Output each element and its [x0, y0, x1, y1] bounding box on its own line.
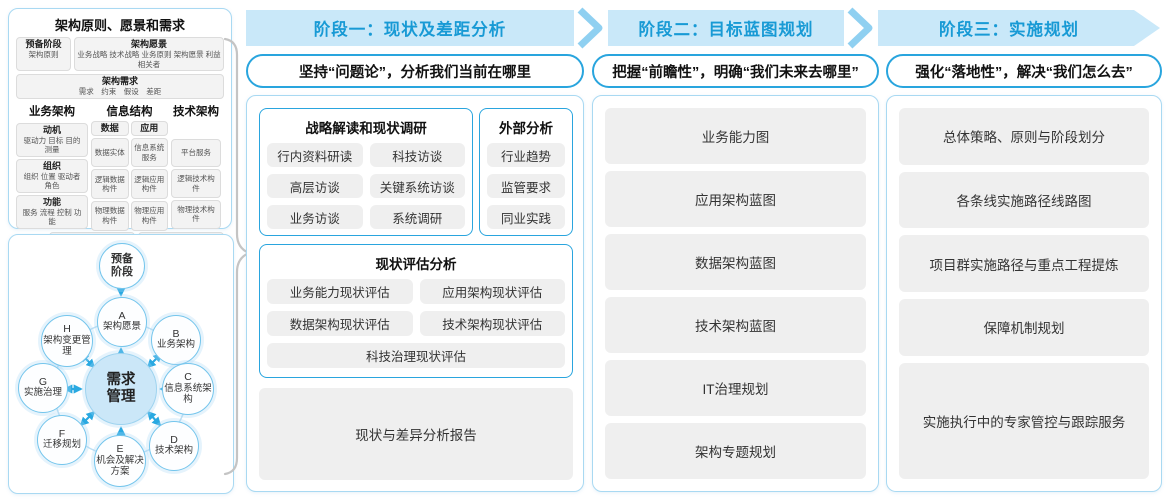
adm-node-requirements-management: 需求管理 [85, 353, 157, 425]
adm-node-H: H 架构变更管理 [41, 315, 93, 367]
diagram-item: 行内资料研读 [267, 143, 363, 167]
data-subcolumn: 数据 数据实体 逻辑数据构件 物理数据构件 [91, 120, 129, 231]
prep-phase-box: 预备阶段 架构原则 [16, 37, 71, 71]
adm-node-B: B 业务架构 [151, 315, 201, 365]
adm-cycle-panel: 预备阶段 A 架构愿景 B 业务架构 C 信息系统架构 D 技术架构 E 机会及… [8, 234, 234, 494]
phase-3-subtitle: 强化“落地性”，解决“我们怎么去” [886, 54, 1162, 88]
phase-3-header-band: 阶段三：实施规划 [878, 10, 1160, 46]
diagram-item: 技术架构现状评估 [419, 311, 565, 336]
diagram-item: 数据架构蓝图 [605, 234, 866, 290]
phase-2-subtitle: 把握“前瞻性”，明确“我们未来去哪里” [592, 54, 879, 88]
function-box: 功能 服务 流程 控制 功能 [16, 194, 88, 229]
diagram-item: 行业趋势 [487, 143, 565, 167]
diagram-item: 各条线实施路径线路图 [899, 171, 1149, 229]
information-structure-column: 信息结构 数据 数据实体 逻辑数据构件 物理数据构件 应用 信息系统服务 逻辑应… [91, 102, 168, 231]
current-state-assessment-group: 现状评估分析 业务能力现状评估 应用架构现状评估 数据架构现状评估 技术架构现状… [259, 244, 573, 378]
diagram-item: 数据架构现状评估 [267, 311, 413, 336]
diagram-item: 系统调研 [369, 205, 465, 229]
architecture-vision-box: 架构愿景 业务战略 技术战略 业务原则 架构愿景 利益相关者 [74, 37, 224, 71]
diagram-item: 科技访谈 [369, 143, 465, 167]
phase-1-header-band: 阶段一：现状及差距分析 [246, 10, 574, 46]
diagram-item: 技术架构蓝图 [605, 297, 866, 353]
gap-analysis-report-box: 现状与差异分析报告 [259, 388, 573, 480]
phase-1-panel: 战略解读和现状调研 行内资料研读 科技访谈 高层访谈 关键系统访谈 业务访谈 系… [246, 95, 584, 492]
diagram-item: 项目群实施路径与重点工程提炼 [899, 235, 1149, 293]
architecture-content-panel: 架构原则、愿景和需求 预备阶段 架构原则 架构愿景 业务战略 技术战略 业务原则… [8, 8, 232, 268]
diagram-item: 总体策略、原则与阶段划分 [899, 108, 1149, 165]
panel-title: 架构原则、愿景和需求 [54, 18, 185, 33]
phase-2-header-band: 阶段二：目标蓝图规划 [608, 10, 844, 46]
diagram-item: 关键系统访谈 [369, 174, 465, 198]
chevron-arrow-icon [577, 7, 603, 49]
diagram-item: 架构专题规划 [605, 423, 866, 479]
adm-node-E: E 机会及解决方案 [94, 435, 146, 487]
diagram-item: 同业实践 [487, 205, 565, 229]
diagram-item: 应用架构现状评估 [419, 279, 565, 304]
chevron-arrow-icon [847, 7, 873, 49]
phase-1-subtitle: 坚持“问题论”，分析我们当前在哪里 [246, 54, 584, 88]
diagram-item: 监管要求 [487, 174, 565, 198]
adm-node-prep: 预备阶段 [99, 243, 145, 289]
organization-box: 组织 组织 位置 驱动者 角色 [16, 158, 88, 193]
external-analysis-group: 外部分析 行业趋势 监管要求 同业实践 [479, 108, 573, 236]
technical-architecture-column: 技术架构 平台服务 逻辑技术构件 物理技术构件 [171, 102, 221, 229]
diagram-item: 高层访谈 [267, 174, 363, 198]
adm-node-C: C 信息系统架构 [162, 363, 214, 415]
architecture-requirements-box: 架构需求 需求 约束 假设 差距 [16, 74, 224, 99]
diagram-item: 业务能力现状评估 [267, 279, 413, 304]
adm-node-G: G 实施治理 [18, 363, 68, 413]
diagram-item: 业务能力图 [605, 108, 866, 164]
phase-2-panel: 业务能力图 应用架构蓝图 数据架构蓝图 技术架构蓝图 IT治理规划 架构专题规划 [592, 95, 879, 492]
adm-node-D: D 技术架构 [149, 421, 199, 471]
diagram-item: 保障机制规划 [899, 299, 1149, 356]
business-architecture-column: 业务架构 动机 驱动力 目标 目的 测量 组织 组织 位置 驱动者 角色 功能 … [16, 102, 88, 229]
phase-3-panel: 总体策略、原则与阶段划分 各条线实施路径线路图 项目群实施路径与重点工程提炼 保… [886, 95, 1162, 492]
motivation-box: 动机 驱动力 目标 目的 测量 [16, 122, 88, 157]
application-subcolumn: 应用 信息系统服务 逻辑应用构件 物理应用构件 [130, 120, 168, 231]
adm-node-F: F 迁移规划 [37, 415, 87, 465]
strategy-research-group: 战略解读和现状调研 行内资料研读 科技访谈 高层访谈 关键系统访谈 业务访谈 系… [259, 108, 473, 236]
diagram-item: 业务访谈 [267, 205, 363, 229]
adm-node-A: A 架构愿景 [97, 297, 147, 347]
diagram-item: 科技治理现状评估 [267, 343, 565, 368]
diagram-item: 应用架构蓝图 [605, 171, 866, 227]
diagram-item: 实施执行中的专家管控与跟踪服务 [899, 362, 1149, 479]
diagram-item: IT治理规划 [605, 360, 866, 416]
